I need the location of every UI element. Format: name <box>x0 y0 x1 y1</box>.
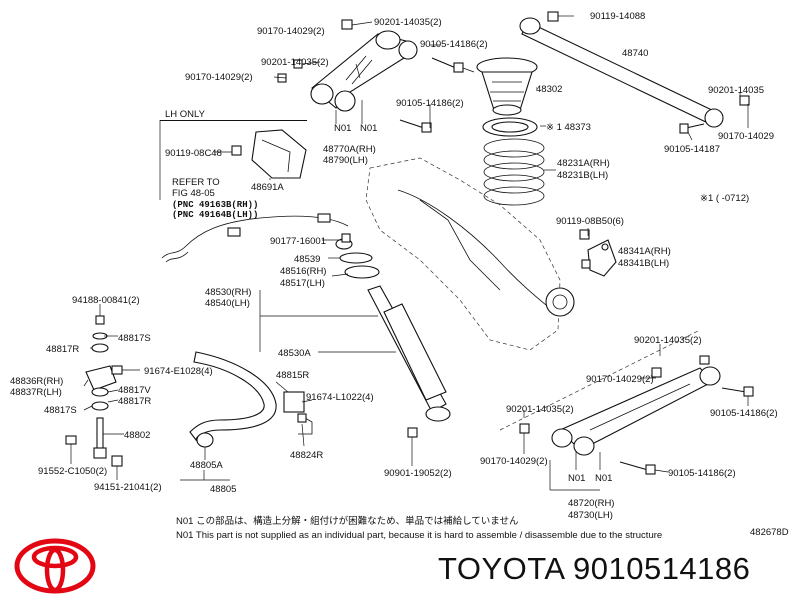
lateral-rod-drawing <box>519 17 724 128</box>
insulator-drawing <box>482 117 538 137</box>
label-figure-code: 482678D <box>750 527 789 538</box>
label-48837r: 48837R(LH) <box>10 387 62 398</box>
label-48517: 48517(LH) <box>280 278 325 289</box>
label-94151-21041: 94151-21041(2) <box>94 482 162 493</box>
note-japanese: N01 この部品は、構造上分解・組付けが困難なため、単品では補給していません <box>176 515 519 527</box>
label-48231a: 48231A(RH) <box>557 158 610 169</box>
label-48691a: 48691A <box>251 182 284 193</box>
label-48540: 48540(LH) <box>205 298 250 309</box>
label-90105-14186-d: 90105-14186(2) <box>668 468 736 479</box>
label-refer-to: REFER TO <box>172 177 220 188</box>
label-48341b: 48341B(LH) <box>618 258 669 269</box>
note-english: N01 This part is not supplied as an indi… <box>176 530 662 541</box>
label-n01-c: N01 <box>568 473 585 484</box>
label-48824r: 48824R <box>290 450 323 461</box>
brand-title: TOYOTA 9010514186 <box>438 551 751 586</box>
label-48341a: 48341A(RH) <box>618 246 671 257</box>
label-48530a: 48530A <box>278 348 311 359</box>
part-labels: 90119-14088 90170-14029(2) 90201-14035(2… <box>10 11 789 538</box>
label-91552-c1050: 91552-C1050(2) <box>38 466 107 477</box>
label-48802: 48802 <box>124 430 150 441</box>
label-90119-14088: 90119-14088 <box>590 11 645 22</box>
label-91674-l1022: 91674-L1022(4) <box>306 392 374 403</box>
upper-arm-drawing <box>310 30 418 112</box>
label-48805: 48805 <box>210 484 236 495</box>
label-90201-14035-c: 90201-14035 <box>708 85 764 96</box>
label-90105-14186-a: 90105-14186(2) <box>420 39 488 50</box>
label-48836r: 48836R(RH) <box>10 376 63 387</box>
label-90901-19052: 90901-19052(2) <box>384 468 452 479</box>
fasteners-drawing <box>111 11 754 475</box>
label-94188-00841: 94188-00841(2) <box>72 295 140 306</box>
label-pnc-49164b: (PNC 49164B(LH)) <box>172 210 258 220</box>
label-90201-14035-a: 90201-14035(2) <box>374 17 442 28</box>
bump-stopper-drawing <box>476 57 538 116</box>
label-90201-14035-d: 90201-14035(2) <box>634 335 702 346</box>
label-48770a: 48770A(RH) <box>323 144 376 155</box>
label-91674-e1028: 91674-E1028(4) <box>144 366 213 377</box>
label-48805a: 48805A <box>190 460 223 471</box>
bracket-drawing <box>159 120 307 200</box>
label-90170-14029-c: 90170-14029 <box>718 131 774 142</box>
label-n01-a: N01 <box>334 123 351 134</box>
label-48730: 48730(LH) <box>568 510 613 521</box>
label-fig-48-05: FIG 48-05 <box>172 188 215 199</box>
label-90201-14035-b: 90201-14035(2) <box>261 57 329 68</box>
spring-bracket-drawing <box>587 239 617 277</box>
label-48817s-b: 48817S <box>44 405 77 416</box>
label-48740: 48740 <box>622 48 648 59</box>
footnotes: N01 この部品は、構造上分解・組付けが困難なため、単品では補給していません N… <box>176 515 662 541</box>
label-48720: 48720(RH) <box>568 498 614 509</box>
label-48817r-b: 48817R <box>118 396 151 407</box>
label-48539: 48539 <box>294 254 320 265</box>
label-48231b: 48231B(LH) <box>557 170 608 181</box>
brake-line-drawing <box>161 213 349 263</box>
label-48516: 48516(RH) <box>280 266 326 277</box>
label-48373: ※ 1 48373 <box>546 122 591 133</box>
label-pnc-49163b: (PNC 49163B(RH)) <box>172 200 258 210</box>
label-90201-14035-e: 90201-14035(2) <box>506 404 574 415</box>
label-n01-b: N01 <box>360 123 377 134</box>
label-48790: 48790(LH) <box>323 155 368 166</box>
lower-arm-drawing <box>499 329 721 491</box>
label-lh-only: LH ONLY <box>165 109 206 120</box>
axle-housing-drawing <box>365 157 575 351</box>
label-48817s-a: 48817S <box>118 333 151 344</box>
label-90170-14029-d: 90170-14029(2) <box>586 374 654 385</box>
label-48817r-a: 48817R <box>46 344 79 355</box>
label-note-0712: ※1 ( -0712) <box>700 193 749 204</box>
label-90105-14186-c: 90105-14186(2) <box>710 408 778 419</box>
toyota-logo-icon <box>14 538 96 594</box>
label-48815r: 48815R <box>276 370 309 381</box>
label-48817v: 48817V <box>118 385 151 396</box>
label-90119-08c48: 90119-08C48 <box>165 148 222 159</box>
label-90119-08b50: 90119-08B50(6) <box>556 216 624 227</box>
label-90105-14186-b: 90105-14186(2) <box>396 98 464 109</box>
label-48530: 48530(RH) <box>205 287 251 298</box>
label-90170-14029-e: 90170-14029(2) <box>480 456 548 467</box>
stabilizer-bar-drawing <box>189 351 313 448</box>
stabilizer-link-drawing <box>65 315 123 467</box>
label-48302: 48302 <box>536 84 562 95</box>
label-90170-14029-a: 90170-14029(2) <box>257 26 325 37</box>
label-90105-14187: 90105-14187 <box>664 144 720 155</box>
label-90170-14029-b: 90170-14029(2) <box>185 72 253 83</box>
label-90177-16001: 90177-16001 <box>270 236 326 247</box>
leader-lines <box>70 15 749 481</box>
coil-spring-drawing <box>483 138 545 206</box>
label-n01-d: N01 <box>595 473 612 484</box>
